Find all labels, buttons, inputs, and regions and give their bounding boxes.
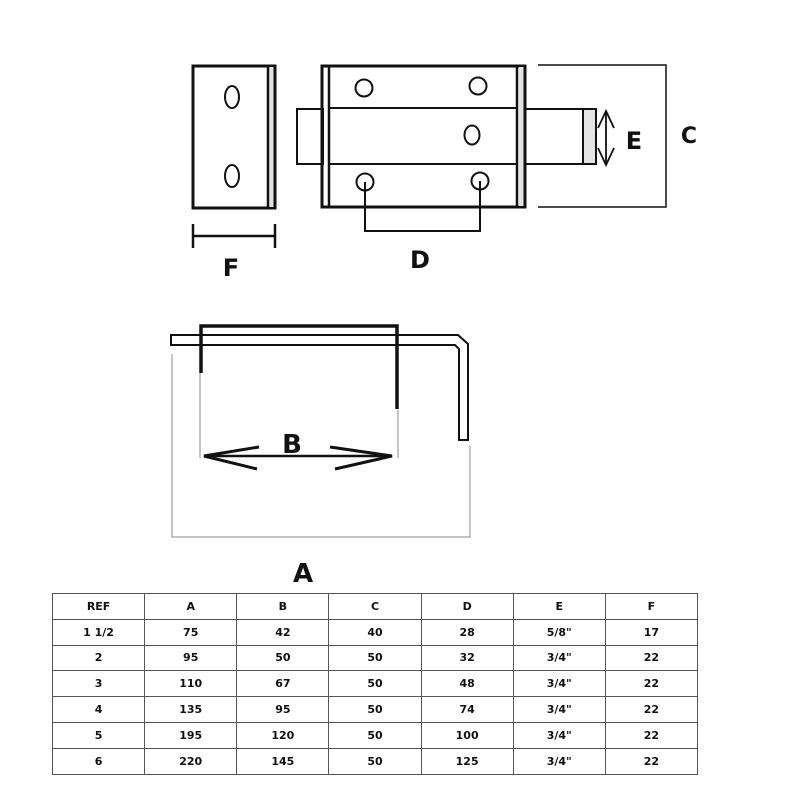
dimension-c [538, 64, 667, 208]
cell-a: 135 [144, 696, 238, 723]
cell-f: 22 [604, 644, 699, 672]
header-c: C [328, 593, 422, 620]
cell-b: 120 [236, 721, 330, 749]
cell-b: 67 [236, 670, 330, 698]
cell-b: 95 [236, 696, 330, 723]
cell-d: 32 [420, 644, 514, 672]
strike-plate [191, 64, 277, 210]
label-f: F [223, 254, 239, 282]
cell-e: 5/8" [512, 618, 606, 646]
cell-c: 50 [328, 696, 422, 723]
cell-b: 145 [236, 747, 330, 775]
strike-plate-hole-top [224, 85, 240, 109]
label-a: A [293, 559, 313, 589]
bolt-body [296, 64, 597, 209]
cell-e: 3/4" [512, 644, 606, 672]
cell-a: 95 [144, 644, 238, 672]
body-hole-top-left [354, 78, 374, 98]
cell-f: 17 [604, 618, 699, 646]
cell-b: 42 [236, 618, 330, 646]
table-row: 1 1/2 75 42 40 28 5/8" 17 [51, 618, 699, 646]
cell-ref: 3 [51, 670, 146, 698]
cell-c: 50 [328, 747, 422, 775]
header-f: F [604, 593, 699, 620]
cell-ref: 4 [51, 696, 146, 723]
bolt-knob-hole [463, 124, 481, 146]
table-header-row: REF A B C D E F [51, 593, 699, 620]
cell-c: 50 [328, 644, 422, 672]
cell-a: 220 [144, 747, 238, 775]
table-row: 6 220 145 50 125 3/4" 22 [51, 747, 699, 775]
cell-b: 50 [236, 644, 330, 672]
header-e: E [512, 593, 606, 620]
cell-c: 50 [328, 670, 422, 698]
cell-e: 3/4" [512, 747, 606, 775]
cell-d: 48 [420, 670, 514, 698]
cell-c: 40 [328, 618, 422, 646]
dimensions-table: REF A B C D E F 1 1/2 75 42 40 28 5/8" 1… [51, 593, 699, 775]
cell-f: 22 [604, 670, 699, 698]
cell-ref: 2 [51, 644, 146, 672]
header-d: D [420, 593, 514, 620]
cell-e: 3/4" [512, 696, 606, 723]
cell-d: 28 [420, 618, 514, 646]
dimension-a [171, 354, 471, 538]
cell-f: 22 [604, 696, 699, 723]
body-hole-top-right [468, 76, 488, 96]
table-row: 3 110 67 50 48 3/4" 22 [51, 670, 699, 698]
bolt-side-profile [170, 324, 469, 441]
cell-ref: 6 [51, 747, 146, 775]
label-d: D [410, 246, 430, 274]
dimension-e [597, 108, 615, 168]
strike-plate-hole-bottom [224, 164, 240, 188]
cell-e: 3/4" [512, 670, 606, 698]
cell-d: 125 [420, 747, 514, 775]
dimension-d [364, 181, 481, 232]
cell-a: 110 [144, 670, 238, 698]
header-a: A [144, 593, 238, 620]
cell-f: 22 [604, 747, 699, 775]
label-e: E [626, 127, 642, 155]
table-row: 4 135 95 50 74 3/4" 22 [51, 696, 699, 723]
header-b: B [236, 593, 330, 620]
cell-ref: 5 [51, 721, 146, 749]
header-ref: REF [51, 593, 146, 620]
cell-ref: 1 1/2 [51, 618, 146, 646]
cell-a: 75 [144, 618, 238, 646]
cell-f: 22 [604, 721, 699, 749]
cell-c: 50 [328, 721, 422, 749]
dimension-f [191, 224, 277, 248]
cell-e: 3/4" [512, 721, 606, 749]
cell-d: 100 [420, 721, 514, 749]
label-b: B [282, 430, 302, 460]
dimension-b [199, 373, 399, 471]
cell-d: 74 [420, 696, 514, 723]
cell-a: 195 [144, 721, 238, 749]
label-c: C [681, 124, 697, 149]
table-row: 2 95 50 50 32 3/4" 22 [51, 644, 699, 672]
table-row: 5 195 120 50 100 3/4" 22 [51, 721, 699, 749]
